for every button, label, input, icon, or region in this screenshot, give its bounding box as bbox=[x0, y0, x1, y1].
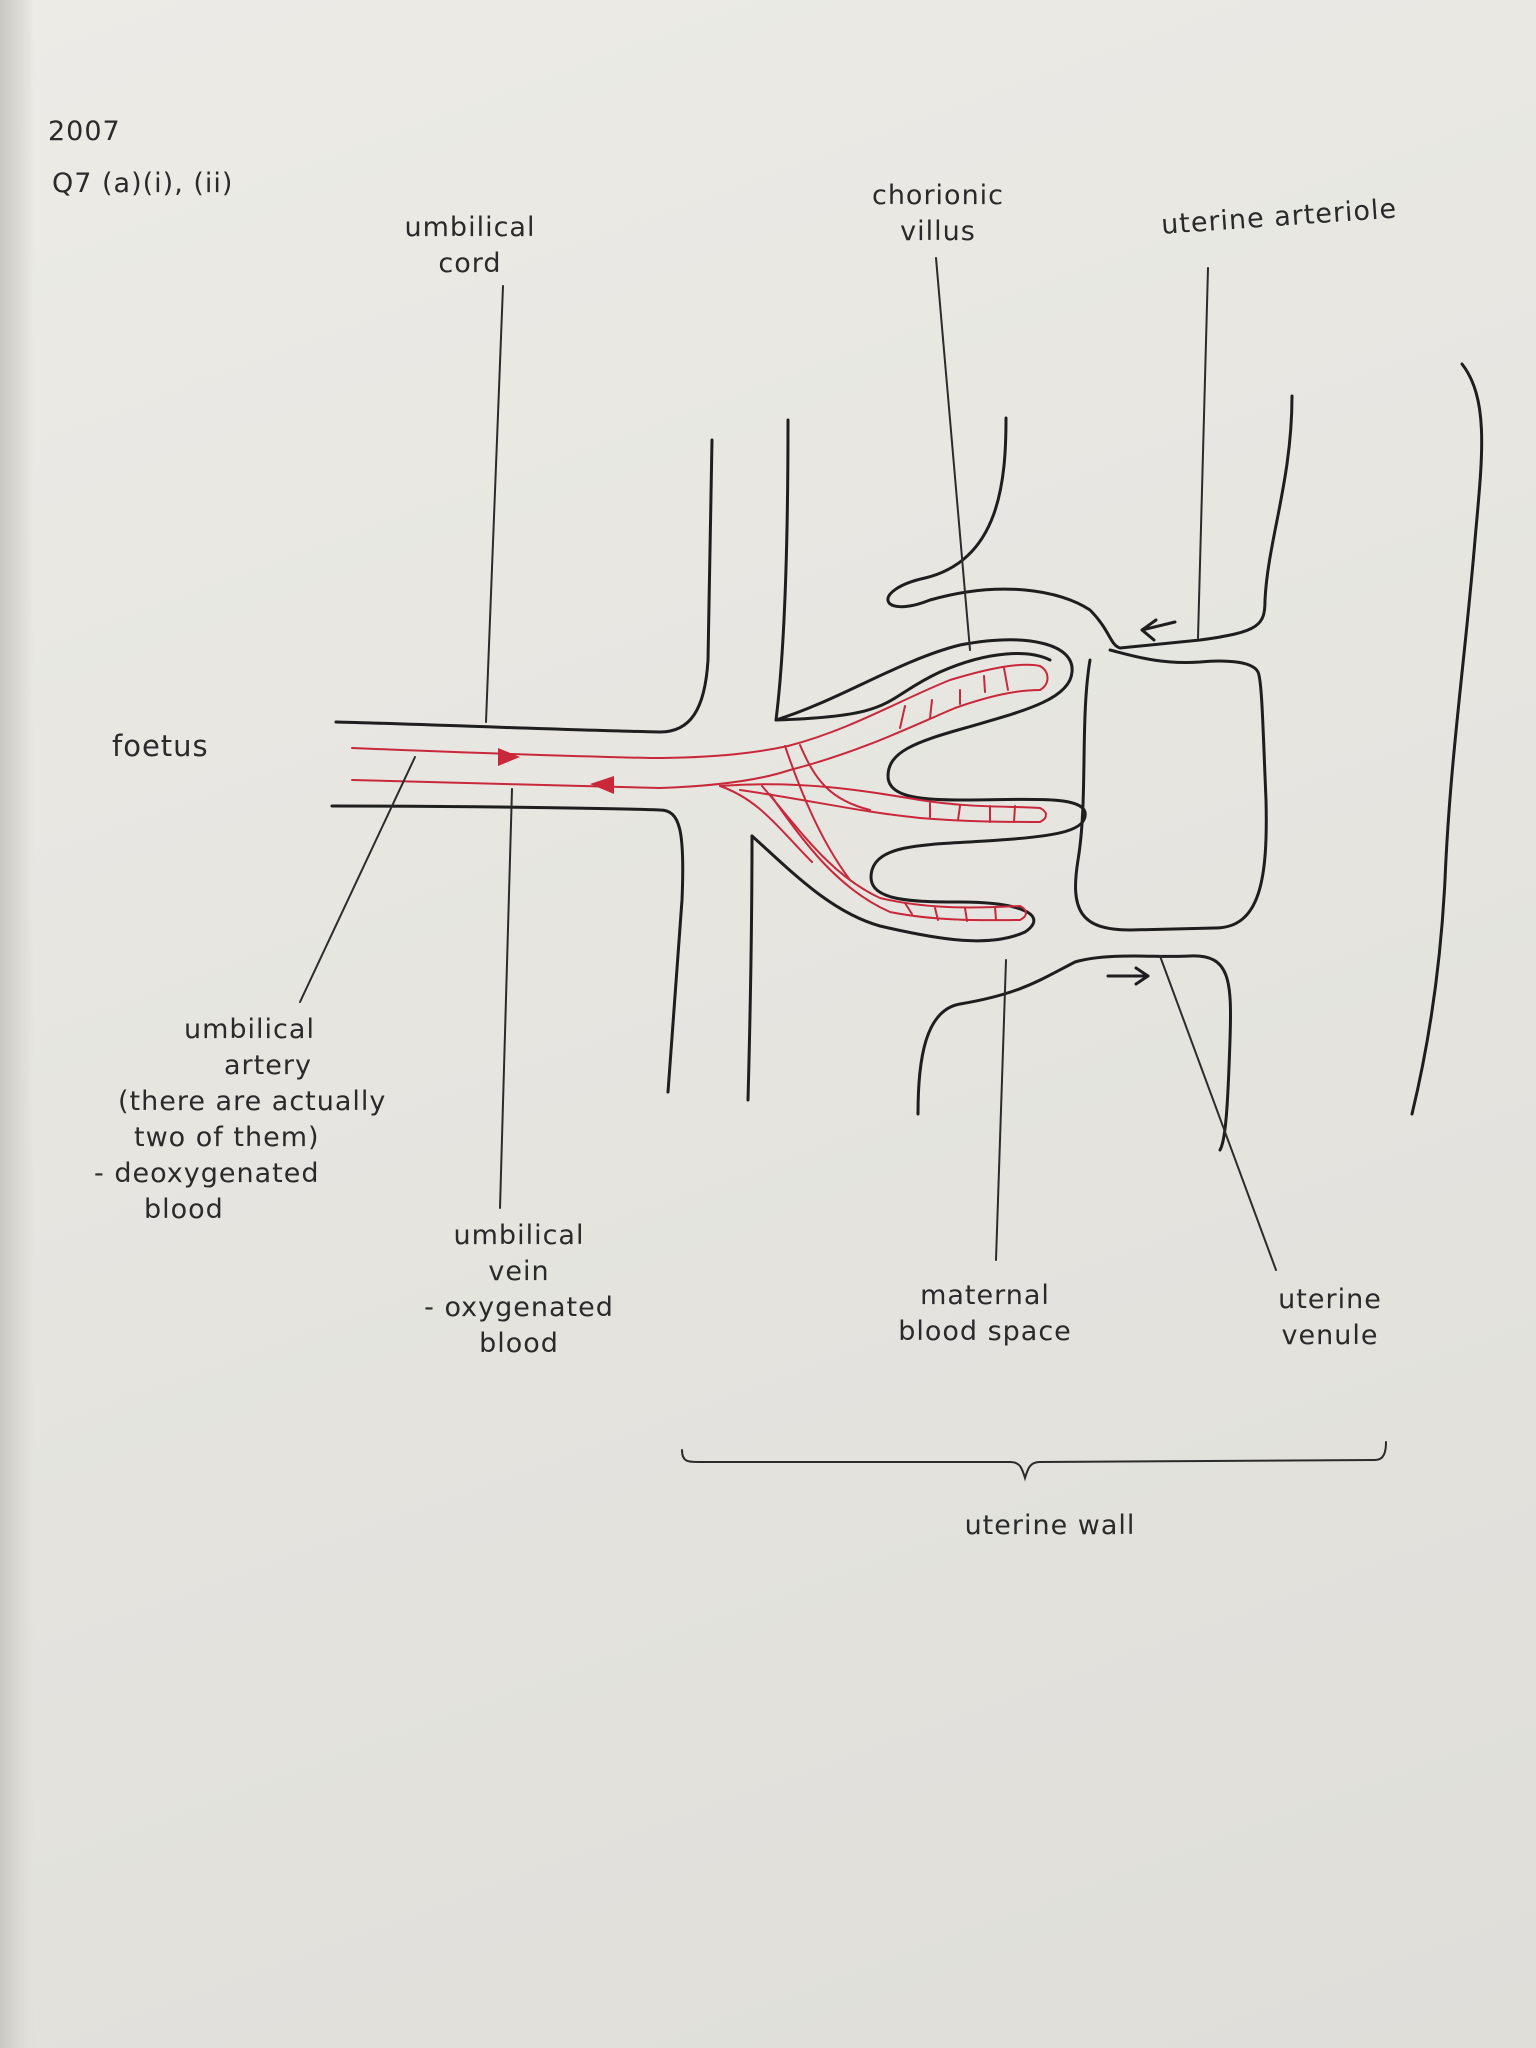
vessel-branch-top-tip bbox=[1039, 665, 1049, 691]
vessel-branch-top-b bbox=[789, 689, 1041, 771]
label-umbilical-cord: umbilical cord bbox=[404, 212, 536, 279]
uterine-wall-brace bbox=[681, 1441, 1387, 1482]
leader-chorionic-villus bbox=[935, 257, 971, 651]
vessel-branch-low-b bbox=[769, 793, 1021, 922]
villus-outline bbox=[750, 638, 1087, 943]
leader-uterine-arteriole bbox=[1197, 267, 1209, 639]
year-note: 2007 bbox=[48, 116, 121, 147]
capillary-strand-a bbox=[784, 745, 851, 881]
leader-maternal-blood-space bbox=[995, 959, 1007, 1261]
vessel-branch-mid-b bbox=[739, 789, 1041, 823]
column-left-edge bbox=[774, 418, 1052, 722]
column-right-edge bbox=[746, 834, 754, 1102]
label-uterine-venule: uterine venule bbox=[1278, 1284, 1382, 1351]
arteriole-flow-arrow bbox=[1140, 618, 1177, 642]
maternal-space-top bbox=[886, 394, 1294, 650]
label-chorionic-villus: chorionic villus bbox=[871, 180, 1005, 247]
uterine-venule-outline bbox=[916, 954, 1233, 1152]
label-foetus: foetus bbox=[112, 729, 209, 763]
leader-uterine-venule bbox=[1159, 955, 1277, 1271]
cord-top-outline bbox=[334, 438, 714, 734]
capillary-strand-b bbox=[799, 744, 871, 811]
venule-flow-arrow bbox=[1106, 966, 1150, 986]
question-note: Q7 (a)(i), (ii) bbox=[52, 168, 234, 199]
leader-umbilical-cord bbox=[485, 285, 504, 723]
label-uterine-wall: uterine wall bbox=[964, 1510, 1136, 1541]
vessel-branch-mid-tip bbox=[1039, 807, 1047, 823]
label-maternal-blood-space: maternal blood space bbox=[898, 1280, 1072, 1347]
vessel-branch-top-a bbox=[787, 663, 1041, 747]
maternal-space-lower bbox=[1074, 648, 1268, 932]
label-umbilical-artery: umbilical artery (there are actually two… bbox=[94, 1014, 387, 1225]
label-umbilical-vein: umbilical vein - oxygenated blood bbox=[424, 1220, 614, 1359]
vessel-branch-low-tip bbox=[1019, 905, 1027, 921]
umbilical-vessel-lower bbox=[351, 769, 791, 789]
artery-direction-arrowhead bbox=[498, 748, 520, 766]
leader-umbilical-vein bbox=[499, 788, 513, 1209]
vessel-branch-mid-a bbox=[719, 783, 1041, 809]
capillary-rungs bbox=[899, 667, 1016, 922]
cord-bottom-outline bbox=[330, 804, 685, 1094]
uterus-outer-wall bbox=[1410, 362, 1484, 1116]
vein-direction-arrowhead bbox=[590, 776, 614, 794]
vessel-branch-low-a bbox=[761, 785, 1021, 909]
page-edge-shadow bbox=[0, 0, 34, 2048]
leader-umbilical-artery bbox=[299, 756, 416, 1003]
umbilical-vessel-upper bbox=[351, 745, 789, 759]
capillary-strand-c bbox=[719, 785, 813, 863]
